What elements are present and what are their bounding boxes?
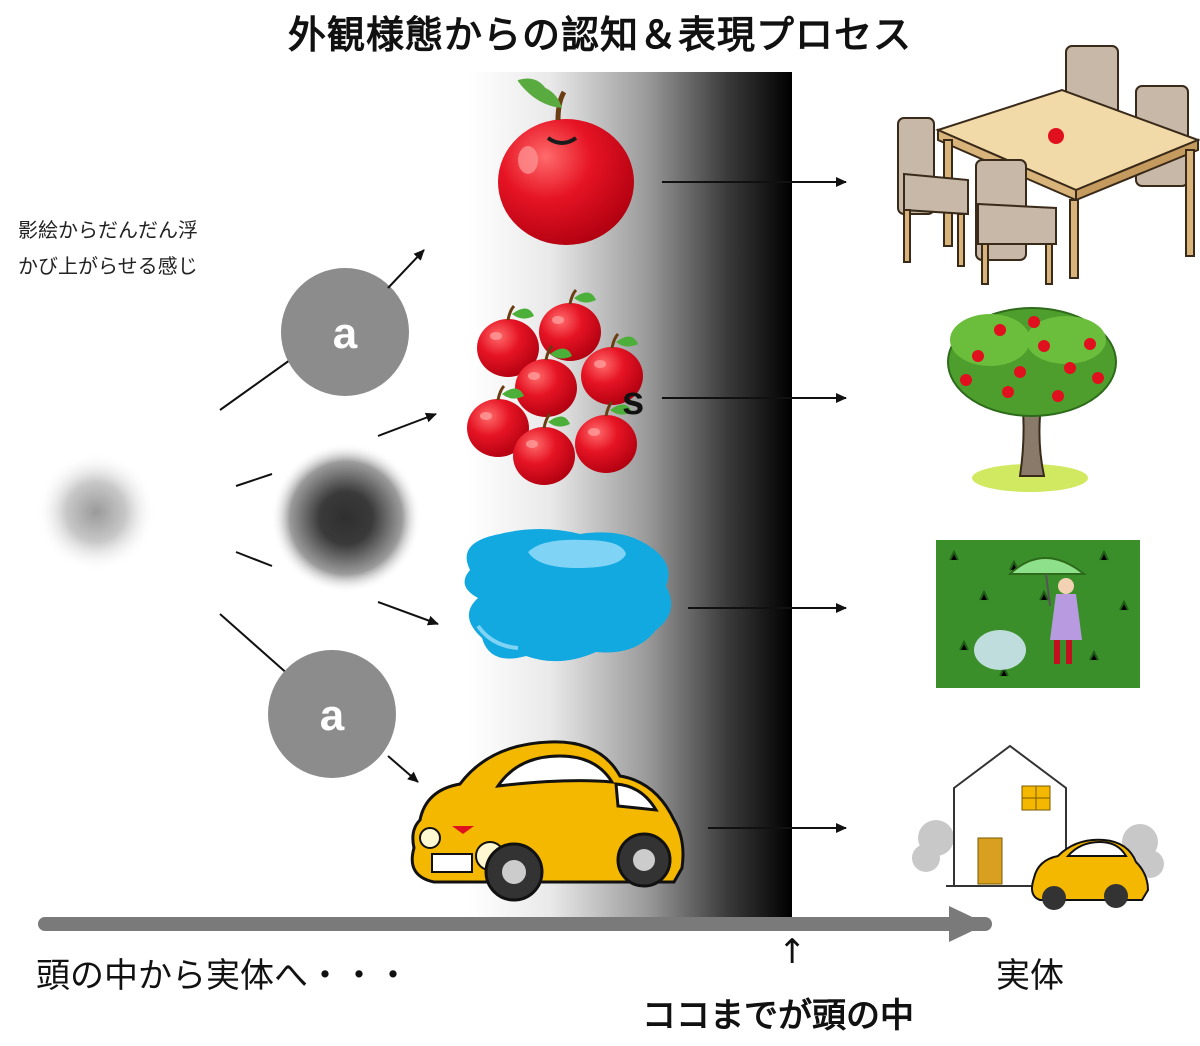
blurry-shadow-icon <box>36 452 156 572</box>
apple-tree-icon <box>947 307 1117 492</box>
letter-a-top: a <box>333 309 358 358</box>
note-line: 影絵からだんだん浮 <box>18 218 198 242</box>
connector-line <box>219 613 291 677</box>
arrow <box>387 249 425 289</box>
letter-a-bottom: a <box>320 691 345 740</box>
arrow <box>387 755 419 783</box>
arrow <box>377 412 437 437</box>
boundary-arrow-icon: ↑ <box>778 932 807 972</box>
table-chairs-icon <box>897 45 1200 285</box>
car-icon <box>410 740 685 902</box>
label-reality: 実体 <box>996 956 1064 996</box>
connector-line <box>219 359 291 411</box>
rain-girl-icon <box>936 540 1140 688</box>
gray-circle-icon <box>268 650 396 778</box>
gray-circle-icon <box>281 268 409 396</box>
page-title: 外観様態からの認知＆表現プロセス <box>287 13 912 57</box>
dark-blur-icon <box>271 443 421 593</box>
label-head-boundary: ココまでが頭の中 <box>642 996 914 1036</box>
apple-icon <box>498 78 634 245</box>
puddle-icon <box>464 529 672 662</box>
house-car-icon <box>912 744 1164 910</box>
note-line: かび上がらせる感じ <box>18 254 198 278</box>
arrow <box>377 601 439 626</box>
letter-s: s <box>622 379 644 423</box>
connector-line <box>235 551 273 567</box>
annotation-note: 影絵からだんだん浮 かび上がらせる感じ <box>18 212 198 284</box>
label-head-to-reality: 頭の中から実体へ・・・ <box>36 956 410 996</box>
connector-line <box>235 473 273 487</box>
